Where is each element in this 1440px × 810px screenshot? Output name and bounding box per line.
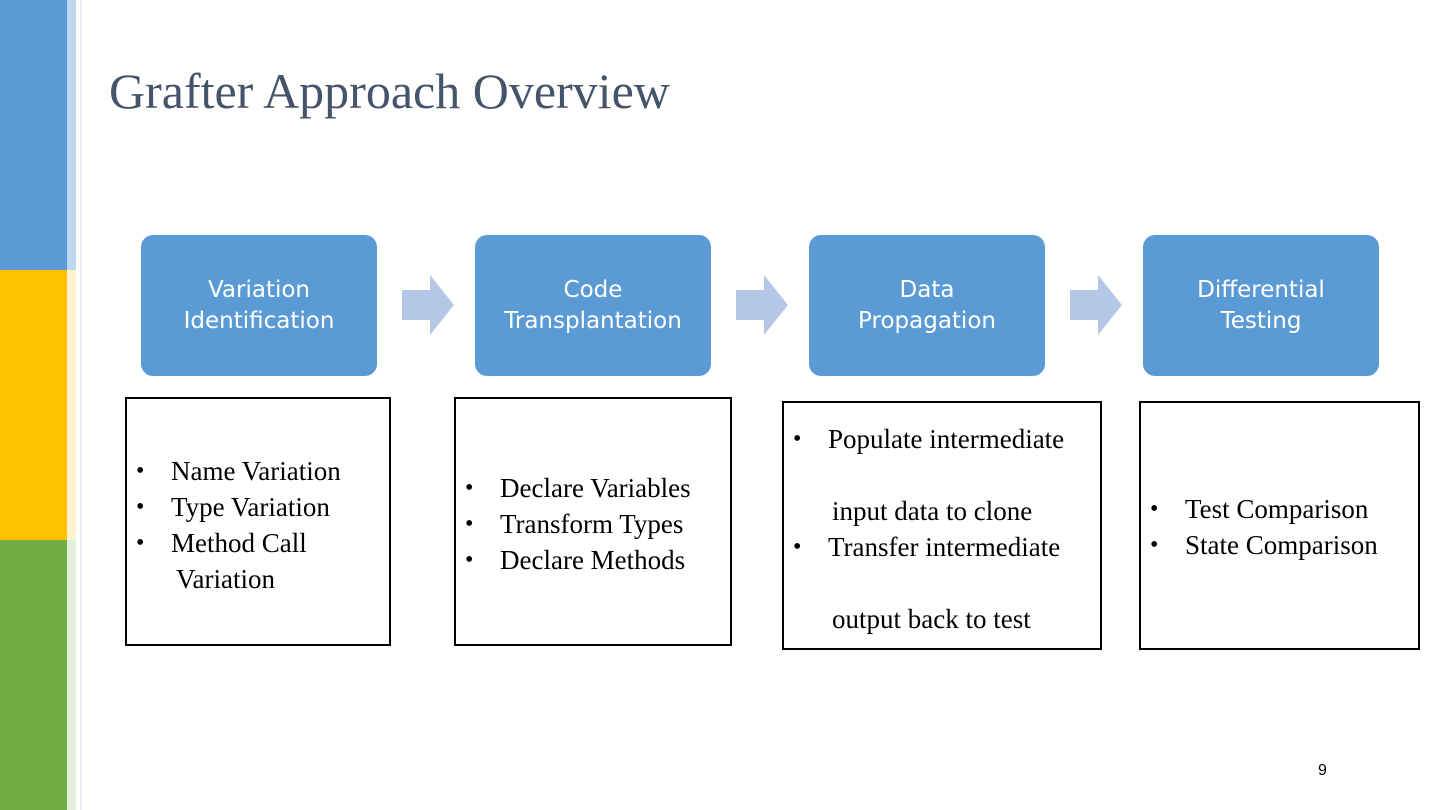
- list-item: Transfer intermediate output back to tes…: [784, 529, 1100, 637]
- list-item: Declare Methods: [456, 542, 730, 578]
- list-item: Declare Variables: [456, 470, 730, 506]
- detail-list: Declare Variables Transform Types Declar…: [456, 470, 730, 578]
- step-label: Data Propagation: [858, 276, 996, 334]
- step-variation-identification: Variation Identification: [141, 235, 377, 376]
- step-data-propagation: Data Propagation: [809, 235, 1045, 376]
- list-item-continuation: Variation: [176, 563, 275, 594]
- list-item: Transform Types: [456, 506, 730, 542]
- detail-box-variation: Name Variation Type Variation Method Cal…: [125, 397, 391, 646]
- list-item-continuation: input data to clone: [832, 496, 1033, 526]
- sidebar-decoration: [0, 0, 84, 810]
- detail-list: Name Variation Type Variation Method Cal…: [127, 453, 389, 597]
- detail-box-propagation: Populate intermediate input data to clon…: [782, 401, 1102, 650]
- sidebar-blue-stripe: [67, 0, 76, 270]
- step-label: Differential Testing: [1197, 276, 1325, 334]
- list-item: Populate intermediate input data to clon…: [784, 421, 1100, 529]
- list-item: State Comparison: [1141, 527, 1418, 563]
- list-item-continuation: output back to test: [832, 604, 1031, 634]
- sidebar-green-bar: [0, 540, 67, 810]
- arrow-right-icon: [736, 275, 788, 335]
- sidebar-blue-bar: [0, 0, 67, 270]
- detail-box-transplantation: Declare Variables Transform Types Declar…: [454, 397, 732, 646]
- detail-list: Test Comparison State Comparison: [1141, 491, 1418, 563]
- arrow-right-icon: [402, 275, 454, 335]
- sidebar-gold-bar: [0, 270, 67, 540]
- page-number: 9: [1318, 762, 1327, 779]
- sidebar-green-stripe: [67, 540, 76, 810]
- detail-list: Populate intermediate input data to clon…: [784, 421, 1100, 637]
- sidebar-gold-stripe: [67, 270, 76, 540]
- list-item: Method Call Variation: [127, 525, 389, 597]
- detail-box-testing: Test Comparison State Comparison: [1139, 401, 1420, 650]
- step-differential-testing: Differential Testing: [1143, 235, 1379, 376]
- list-item: Type Variation: [127, 489, 389, 525]
- sidebar-thin-line: [80, 0, 82, 810]
- step-label: Code Transplantation: [504, 276, 682, 334]
- step-code-transplantation: Code Transplantation: [475, 235, 711, 376]
- slide-title: Grafter Approach Overview: [109, 63, 670, 119]
- list-item: Name Variation: [127, 453, 389, 489]
- list-item: Test Comparison: [1141, 491, 1418, 527]
- step-label: Variation Identification: [183, 276, 335, 334]
- arrow-right-icon: [1070, 275, 1122, 335]
